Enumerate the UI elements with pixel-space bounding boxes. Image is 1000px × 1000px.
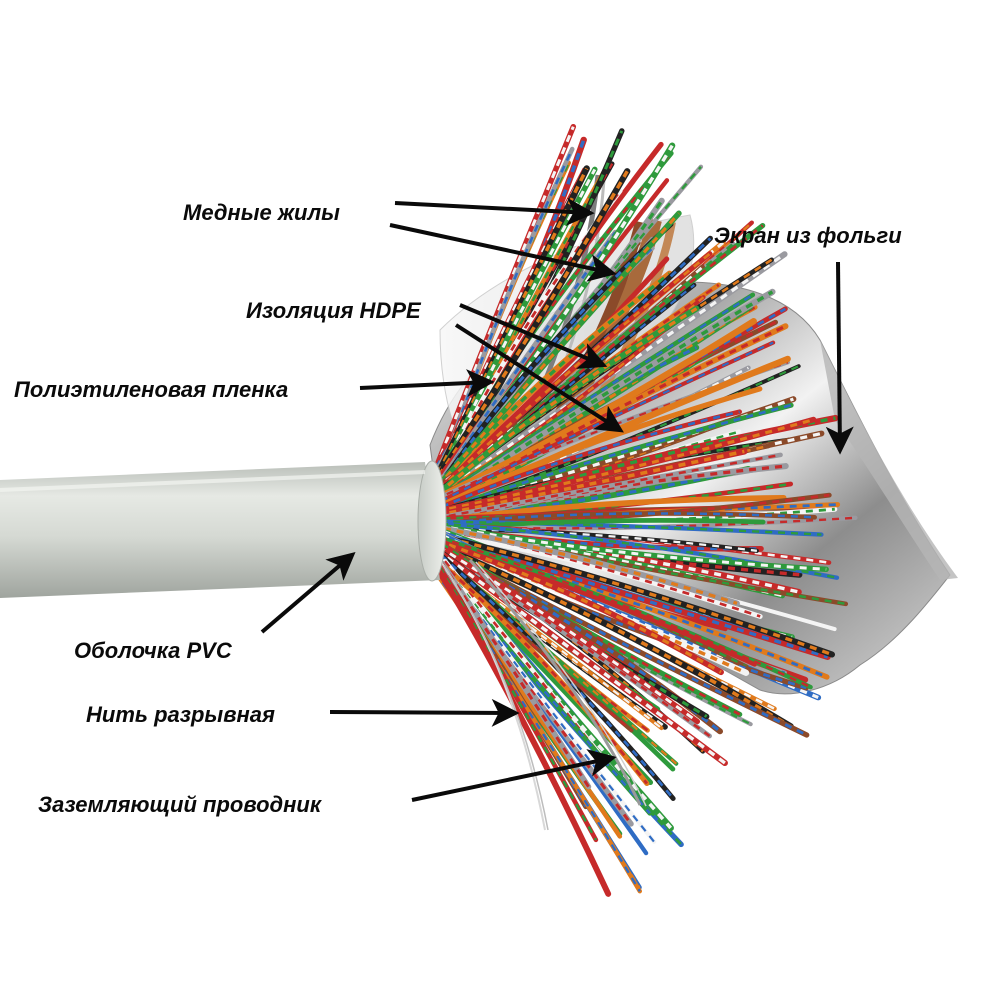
arrow-copper-cores-1 — [394, 197, 595, 226]
wire-twist — [434, 403, 792, 514]
wire-twist — [434, 361, 789, 501]
label-rip-cord: Нить разрывная — [86, 702, 275, 727]
wire-twist — [439, 533, 829, 659]
wire-twist — [438, 545, 699, 723]
arrow-pvc-sheath — [260, 551, 356, 634]
rip-cord — [439, 559, 549, 831]
wire-twist — [434, 126, 575, 468]
wire-twist — [434, 556, 633, 732]
wire-twist — [437, 519, 764, 531]
pvc-sheath — [0, 460, 447, 598]
wire-twist — [439, 536, 812, 689]
wire-twist — [436, 563, 633, 825]
wire-twist — [438, 524, 827, 571]
arrow-rip-cord — [329, 698, 520, 727]
wire-twist — [438, 290, 774, 505]
wire-twist — [436, 449, 745, 518]
arrow-copper-cores-2 — [389, 223, 617, 282]
wire-twist — [443, 527, 738, 605]
label-pe-film: Полиэтиленовая пленка — [14, 377, 288, 402]
wire-twist — [434, 564, 610, 895]
wire-twist — [436, 418, 814, 513]
wire-strand — [433, 532, 835, 658]
arrow-foil-screen — [825, 261, 854, 455]
wire-twist — [435, 547, 711, 738]
wire-twist — [439, 528, 758, 552]
label-ground-conductor: Заземляющий проводник — [38, 792, 323, 817]
wire-twist — [435, 453, 781, 520]
arrow-hdpe-insulation-2 — [454, 323, 624, 433]
wire-twist — [438, 252, 711, 491]
wire-twist — [440, 512, 815, 525]
wire-twist — [441, 526, 847, 606]
wire-twist — [444, 566, 655, 843]
wire-twist — [440, 144, 674, 484]
label-copper-cores: Медные жилы — [183, 200, 340, 225]
wire-twist — [435, 493, 830, 525]
arrow-ground-conductor — [411, 749, 617, 802]
wire-twist — [441, 410, 740, 509]
wire-twist — [435, 152, 673, 480]
wire-twist — [438, 566, 597, 841]
wire-twist — [437, 307, 698, 495]
wire-strand — [438, 543, 794, 730]
wire-twist — [440, 520, 822, 536]
label-hdpe-insulation: Изоляция HDPE — [246, 298, 422, 323]
callout-arrows — [260, 197, 854, 802]
wire-twist — [443, 526, 761, 618]
wire-twist — [435, 548, 726, 765]
wire-twist — [436, 319, 755, 500]
arrow-pe-film — [359, 369, 495, 398]
wire-twist — [434, 566, 621, 838]
wire-twist — [436, 212, 681, 488]
ground-conductor — [468, 559, 647, 807]
label-pvc-sheath: Оболочка PVC — [74, 638, 233, 663]
wire-twist — [436, 387, 761, 509]
wire-twist — [438, 293, 754, 500]
arrow-hdpe-insulation-1 — [459, 303, 608, 369]
wire-twist — [438, 223, 672, 486]
wire-twist — [437, 543, 807, 690]
wire-twist — [437, 170, 629, 477]
label-foil-screen: Экран из фольги — [714, 223, 902, 248]
wire-strand — [433, 537, 724, 676]
wire-twist — [439, 561, 648, 785]
wire-twist — [437, 258, 668, 487]
